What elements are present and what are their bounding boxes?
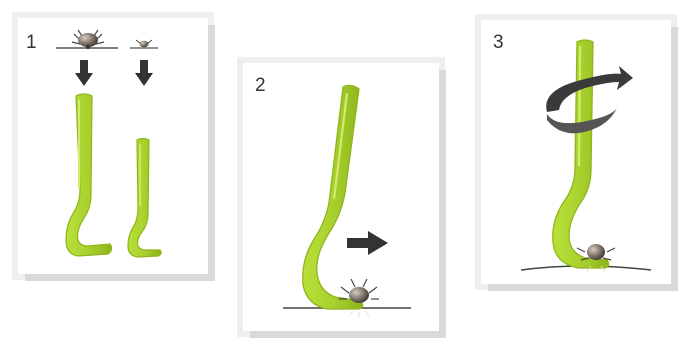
small-tick-remover-tool <box>128 139 161 258</box>
step-panel-2: 2 <box>243 63 439 331</box>
step-panel-3: 3 <box>481 20 671 284</box>
tick-icon <box>339 279 379 318</box>
step-1-drawing <box>18 18 208 274</box>
step-panel-1: 1 <box>18 18 208 274</box>
down-arrow-icon-small <box>135 60 153 86</box>
right-arrow-icon <box>347 231 388 255</box>
tick-remover-tool <box>303 85 363 309</box>
small-tick-icon <box>136 40 152 47</box>
step-3-drawing <box>481 20 671 284</box>
large-tick-remover-tool <box>66 94 112 256</box>
tool-highlight <box>579 46 580 166</box>
large-tick-icon <box>72 30 104 49</box>
down-arrow-icon <box>75 60 93 86</box>
step-2-drawing <box>243 63 439 331</box>
